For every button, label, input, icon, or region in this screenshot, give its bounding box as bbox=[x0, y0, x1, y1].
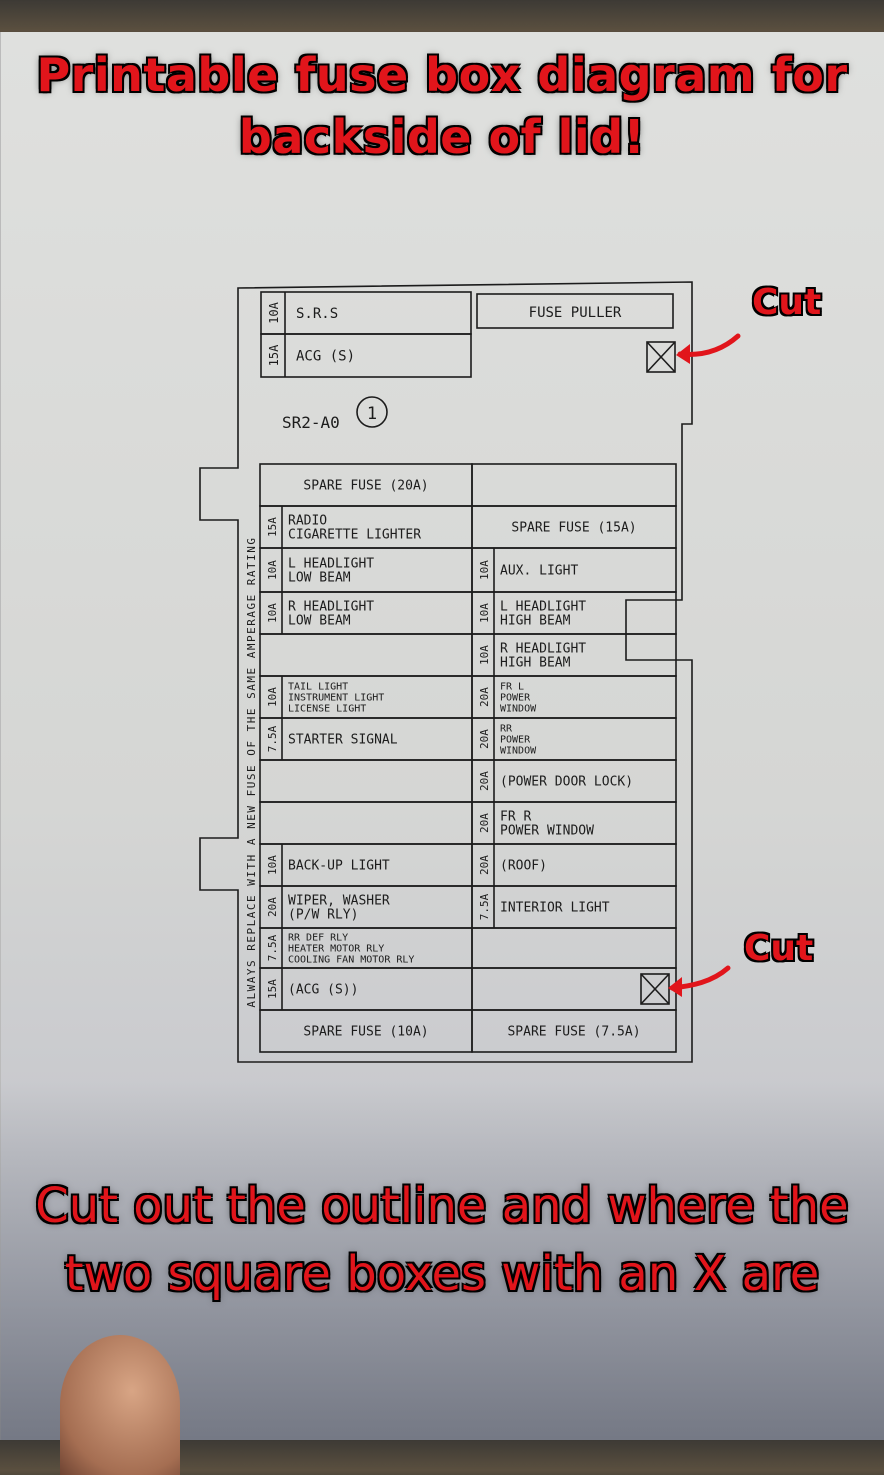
fuse-rating: 10A bbox=[478, 560, 491, 580]
fuse-label-line: BACK-UP LIGHT bbox=[288, 859, 390, 874]
fuse-slot bbox=[259, 633, 473, 677]
fuse-label-line: HEATER MOTOR RLY bbox=[288, 944, 384, 955]
fuse-label-line: LOW BEAM bbox=[288, 614, 351, 629]
fuse-label-line: LICENSE LIGHT bbox=[288, 704, 366, 715]
fuse-label-line: POWER WINDOW bbox=[500, 824, 594, 839]
fuse-rating: 15A bbox=[266, 979, 279, 999]
fuse-label-line: L HEADLIGHT bbox=[500, 600, 586, 615]
arrow-top-head bbox=[676, 344, 690, 364]
cut-arrows bbox=[668, 333, 741, 997]
fuse-label-line: L HEADLIGHT bbox=[288, 557, 374, 572]
fuse-label-line: WINDOW bbox=[500, 704, 537, 715]
fuse-label-line: HIGH BEAM bbox=[500, 656, 571, 671]
side-note-text: ALWAYS REPLACE WITH A NEW FUSE OF THE SA… bbox=[245, 536, 258, 1007]
fuse-label-line: INSTRUMENT LIGHT bbox=[288, 693, 384, 704]
fuse-rating: 20A bbox=[266, 897, 279, 917]
top-left-fuse-boxes: 10A S.R.S 15A ACG (S) bbox=[260, 291, 472, 378]
fuse-label-line: FR L bbox=[500, 682, 524, 693]
fuse-slot bbox=[471, 927, 677, 969]
fuse-label-line: CIGARETTE LIGHTER bbox=[288, 528, 421, 543]
fuse-puller-frame bbox=[476, 293, 674, 329]
fuse-label-line: POWER bbox=[500, 735, 531, 746]
fuse-rating: 7.5A bbox=[478, 893, 491, 920]
fuse-label-line: (ROOF) bbox=[500, 859, 547, 874]
fuse-puller-box: FUSE PULLER bbox=[476, 293, 674, 329]
fuse-rating: 20A bbox=[478, 687, 491, 707]
fuse-box-diagram: 10A S.R.S 15A ACG (S) FUSE PULLER SR2-A0 1 S… bbox=[199, 281, 741, 1063]
fuse-puller-label: FUSE PULLER bbox=[529, 305, 622, 321]
side-note-group: ALWAYS REPLACE WITH A NEW FUSE OF THE SA… bbox=[245, 536, 258, 1007]
outline-path bbox=[199, 281, 693, 1063]
fuse-label-line: WINDOW bbox=[500, 746, 537, 757]
fuse-rating: 20A bbox=[478, 729, 491, 749]
fuse-slot bbox=[259, 759, 473, 803]
part-code-group: SR2-A0 1 bbox=[282, 396, 388, 432]
fuse-label-line: SPARE FUSE (20A) bbox=[303, 479, 428, 494]
x-line bbox=[646, 341, 676, 373]
right-fuse-column: SPARE FUSE (15A) 10A AUX. LIGHT 10A L HEADLI… bbox=[471, 463, 677, 1053]
diagram-outline bbox=[199, 281, 693, 1063]
fuse-rating: 20A bbox=[478, 855, 491, 875]
fuse-rating: 10A bbox=[478, 603, 491, 623]
circle-badge bbox=[356, 396, 388, 428]
fuse-label-line: SPARE FUSE (15A) bbox=[511, 521, 636, 536]
fuse-rating: 10A bbox=[267, 301, 281, 323]
fuse-label-line: R HEADLIGHT bbox=[288, 600, 374, 615]
fuse-label-line: SPARE FUSE (10A) bbox=[303, 1025, 428, 1040]
fuse-label-line: POWER bbox=[500, 693, 531, 704]
fuse-label-line: FR R bbox=[500, 810, 531, 825]
cut-label-top: Cut bbox=[752, 282, 822, 323]
overlay-title: Printable fuse box diagram for backside … bbox=[36, 48, 848, 164]
fuse-label-line: (ACG (S)) bbox=[288, 983, 358, 998]
fuse-slot bbox=[471, 463, 677, 507]
fuse-slot bbox=[471, 1009, 677, 1053]
fuse-label-line: TAIL LIGHT bbox=[288, 682, 348, 693]
circle-number: 1 bbox=[367, 404, 377, 424]
fuse-rating: 20A bbox=[478, 813, 491, 833]
fuse-label-line: COOLING FAN MOTOR RLY bbox=[288, 955, 414, 966]
fuse-label-line: (P/W RLY) bbox=[288, 908, 358, 923]
x-box-frame bbox=[640, 973, 670, 1005]
fuse-label: S.R.S bbox=[296, 306, 338, 322]
fuse-label-line: INTERIOR LIGHT bbox=[500, 901, 610, 916]
fuse-label-line: STARTER SIGNAL bbox=[288, 733, 398, 748]
part-code-text: SR2-A0 bbox=[282, 413, 340, 432]
fuse-label-line: (POWER DOOR LOCK) bbox=[500, 775, 633, 790]
arrow-bottom-head bbox=[668, 977, 682, 997]
fuse-rating: 10A bbox=[266, 560, 279, 580]
fuse-label-line: R HEADLIGHT bbox=[500, 642, 586, 657]
fuse-rating: 10A bbox=[266, 855, 279, 875]
cut-x-box-top bbox=[646, 341, 676, 373]
fuse-label-line: RADIO bbox=[288, 514, 327, 529]
fuse-rating: 10A bbox=[266, 687, 279, 707]
fuse-label: ACG (S) bbox=[296, 349, 355, 365]
fuse-rating: 10A bbox=[266, 603, 279, 623]
fuse-label-line: RR DEF RLY bbox=[288, 933, 348, 944]
x-line bbox=[640, 973, 670, 1005]
fuse-slot bbox=[260, 333, 472, 378]
fuse-rating: 10A bbox=[478, 645, 491, 665]
fuse-rating: 15A bbox=[266, 517, 279, 537]
fuse-rating: 15A bbox=[267, 344, 281, 366]
fuse-slot bbox=[259, 801, 473, 845]
cut-x-box-bottom bbox=[640, 973, 670, 1005]
fuse-rating: 7.5A bbox=[266, 934, 279, 961]
fuse-label-line: HIGH BEAM bbox=[500, 614, 571, 629]
cut-label-bottom: Cut bbox=[744, 928, 814, 969]
fuse-label-line: WIPER, WASHER bbox=[288, 894, 390, 909]
fuse-label-line: RR bbox=[500, 724, 513, 735]
fuse-rating: 7.5A bbox=[266, 725, 279, 752]
fuse-rating: 20A bbox=[478, 771, 491, 791]
x-box-frame bbox=[646, 341, 676, 373]
fuse-label-line: LOW BEAM bbox=[288, 571, 351, 586]
fuse-label-line: SPARE FUSE (7.5A) bbox=[507, 1025, 640, 1040]
overlay-caption: Cut out the outline and where the two sq… bbox=[35, 1178, 849, 1302]
thumb bbox=[60, 1335, 180, 1475]
fuse-label-line: AUX. LIGHT bbox=[500, 564, 578, 579]
fuse-slot bbox=[260, 291, 472, 335]
